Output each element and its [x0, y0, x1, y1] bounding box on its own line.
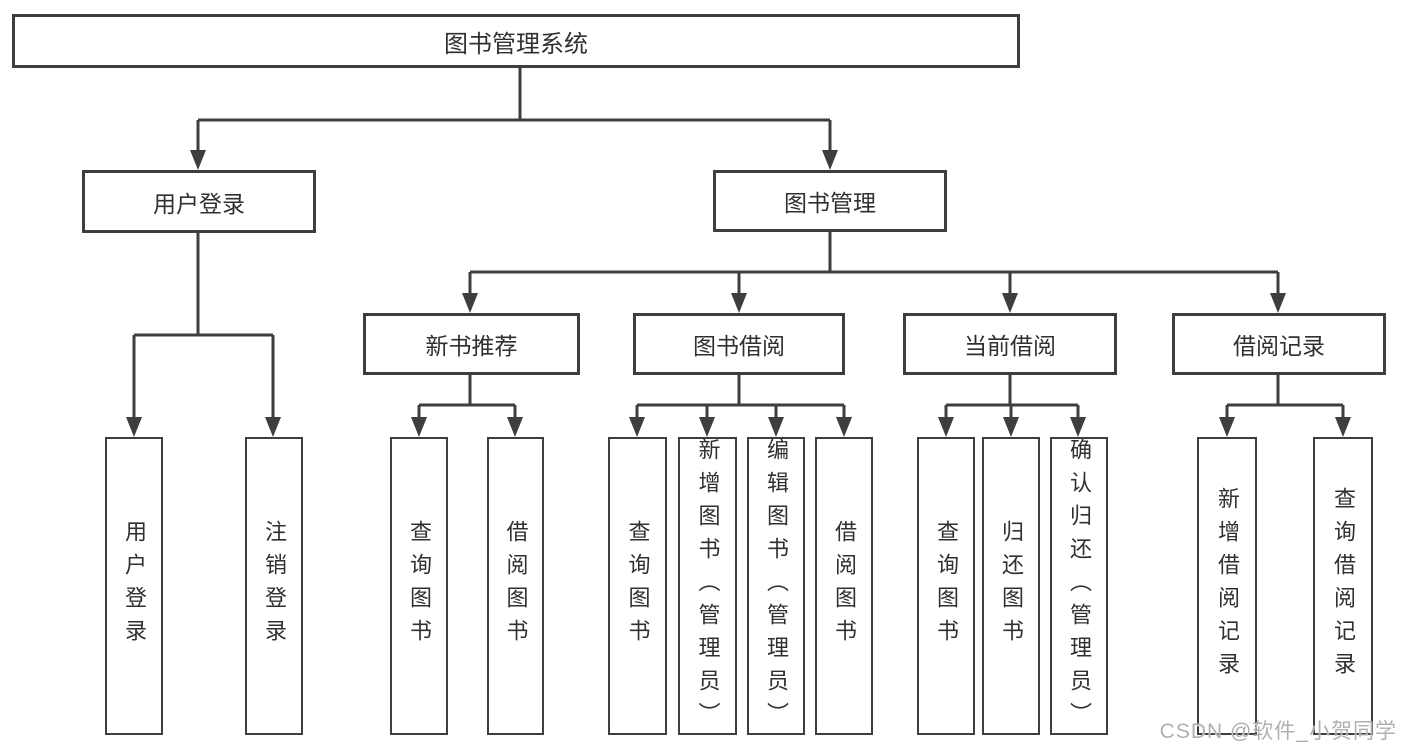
- leaf-query-book-current: 查询图书: [917, 437, 975, 735]
- leaf-return-book: 归还图书: [982, 437, 1040, 735]
- node-book-management-branch: 图书管理: [713, 170, 947, 232]
- leaf-add-book-admin: 新增图书（管理员）: [678, 437, 737, 735]
- leaf-query-borrow-record: 查询借阅记录: [1313, 437, 1373, 735]
- leaf-query-book-recommend: 查询图书: [390, 437, 448, 735]
- node-new-book-recommend: 新书推荐: [363, 313, 580, 375]
- leaf-confirm-return-admin: 确认归还（管理员）: [1050, 437, 1108, 735]
- leaf-add-borrow-record: 新增借阅记录: [1197, 437, 1257, 735]
- leaf-logout: 注销登录: [245, 437, 303, 735]
- csdn-watermark: CSDN @软件_小贺同学: [1159, 720, 1397, 743]
- leaf-borrow-book: 借阅图书: [815, 437, 873, 735]
- node-borrow-records: 借阅记录: [1172, 313, 1386, 375]
- leaf-edit-book-admin: 编辑图书（管理员）: [747, 437, 805, 735]
- leaf-user-login: 用户登录: [105, 437, 163, 735]
- node-library-management-system: 图书管理系统: [12, 14, 1020, 68]
- leaf-borrow-book-recommend: 借阅图书: [487, 437, 544, 735]
- leaf-query-book-borrow: 查询图书: [608, 437, 667, 735]
- node-user-login-branch: 用户登录: [82, 170, 316, 233]
- node-book-borrow: 图书借阅: [633, 313, 845, 375]
- node-current-borrow: 当前借阅: [903, 313, 1117, 375]
